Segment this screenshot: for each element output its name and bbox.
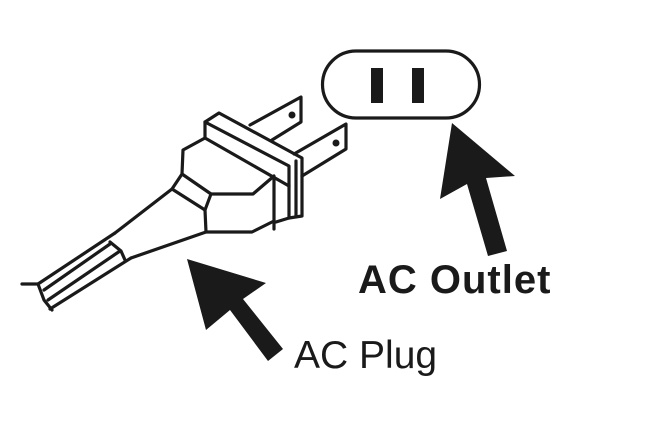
plug-prong-upper bbox=[248, 95, 303, 142]
arrow-outlet-icon bbox=[440, 123, 515, 256]
outlet-faceplate bbox=[320, 49, 482, 120]
plug-prong-lower bbox=[292, 122, 348, 178]
ac-outlet bbox=[320, 49, 482, 120]
ac-plug-label: AC Plug bbox=[294, 334, 438, 377]
plug-body bbox=[113, 136, 276, 260]
ac-outlet-label: AC Outlet bbox=[358, 258, 552, 302]
plug-cord bbox=[20, 231, 133, 312]
arrow-plug-icon bbox=[187, 259, 283, 361]
outlet-slot-left bbox=[371, 68, 383, 103]
ac-plug bbox=[20, 95, 348, 312]
outlet-slot-right bbox=[412, 68, 424, 103]
